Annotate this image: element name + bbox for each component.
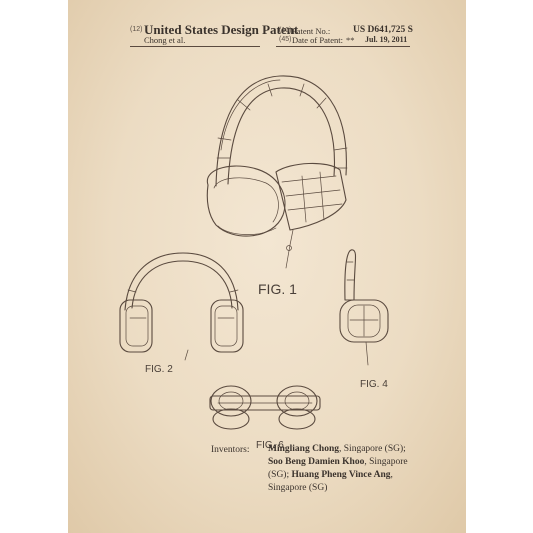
lead-inventor: Chong et al. [144, 35, 186, 45]
inventor-3-name: Huang Pheng Vince Ang [291, 470, 391, 480]
fig2-headphone-front [119, 252, 244, 361]
inventor-2-name: Soo Beng Damien Khoo [268, 457, 365, 467]
date-label: Date of Patent: [292, 35, 343, 45]
patent-number: US D641,725 S [353, 25, 413, 35]
code-10: (10) [279, 27, 292, 34]
fig6-headphone-top [209, 385, 321, 430]
fig4-label: FIG. 4 [360, 379, 388, 390]
inventor-1-name: Mingliang Chong [268, 444, 340, 454]
fig6-label: FIG. 6 [256, 440, 284, 451]
code-12: (12) [130, 26, 143, 33]
header-rule-left [130, 46, 260, 47]
inventor-3-location: , Singapore (SG) [268, 470, 393, 493]
fig4-headphone-side [339, 249, 389, 366]
inventor-1-location: , Singapore (SG); [339, 444, 406, 454]
code-45: (45) [279, 36, 292, 43]
fig1-label: FIG. 1 [258, 281, 297, 297]
inventor-2-location: , Singapore (SG); [268, 457, 408, 480]
inventors-list: Mingliang Chong, Singapore (SG); Soo Ben… [268, 443, 418, 495]
patent-date: Jul. 19, 2011 [365, 35, 408, 44]
fig2-label: FIG. 2 [145, 364, 173, 375]
fig1-headphone-drawing [206, 75, 348, 269]
patent-drawings [119, 75, 389, 430]
inventors-label: Inventors: [211, 445, 250, 455]
header-rule-right [276, 46, 410, 47]
patent-no-label: Patent No.: [292, 26, 331, 36]
patent-poster: (12) United States Design Patent Chong e… [68, 0, 466, 533]
patent-type-title: United States Design Patent [144, 22, 299, 37]
date-stars: ** [346, 35, 355, 45]
